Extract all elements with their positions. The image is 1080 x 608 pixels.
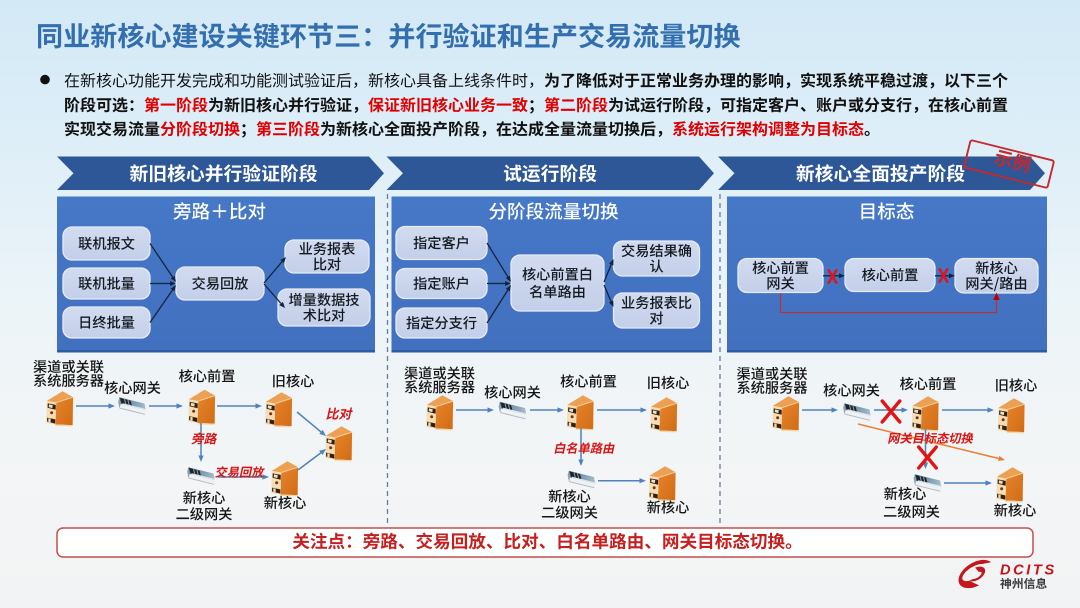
svg-text:DCITS: DCITS	[1000, 563, 1057, 579]
